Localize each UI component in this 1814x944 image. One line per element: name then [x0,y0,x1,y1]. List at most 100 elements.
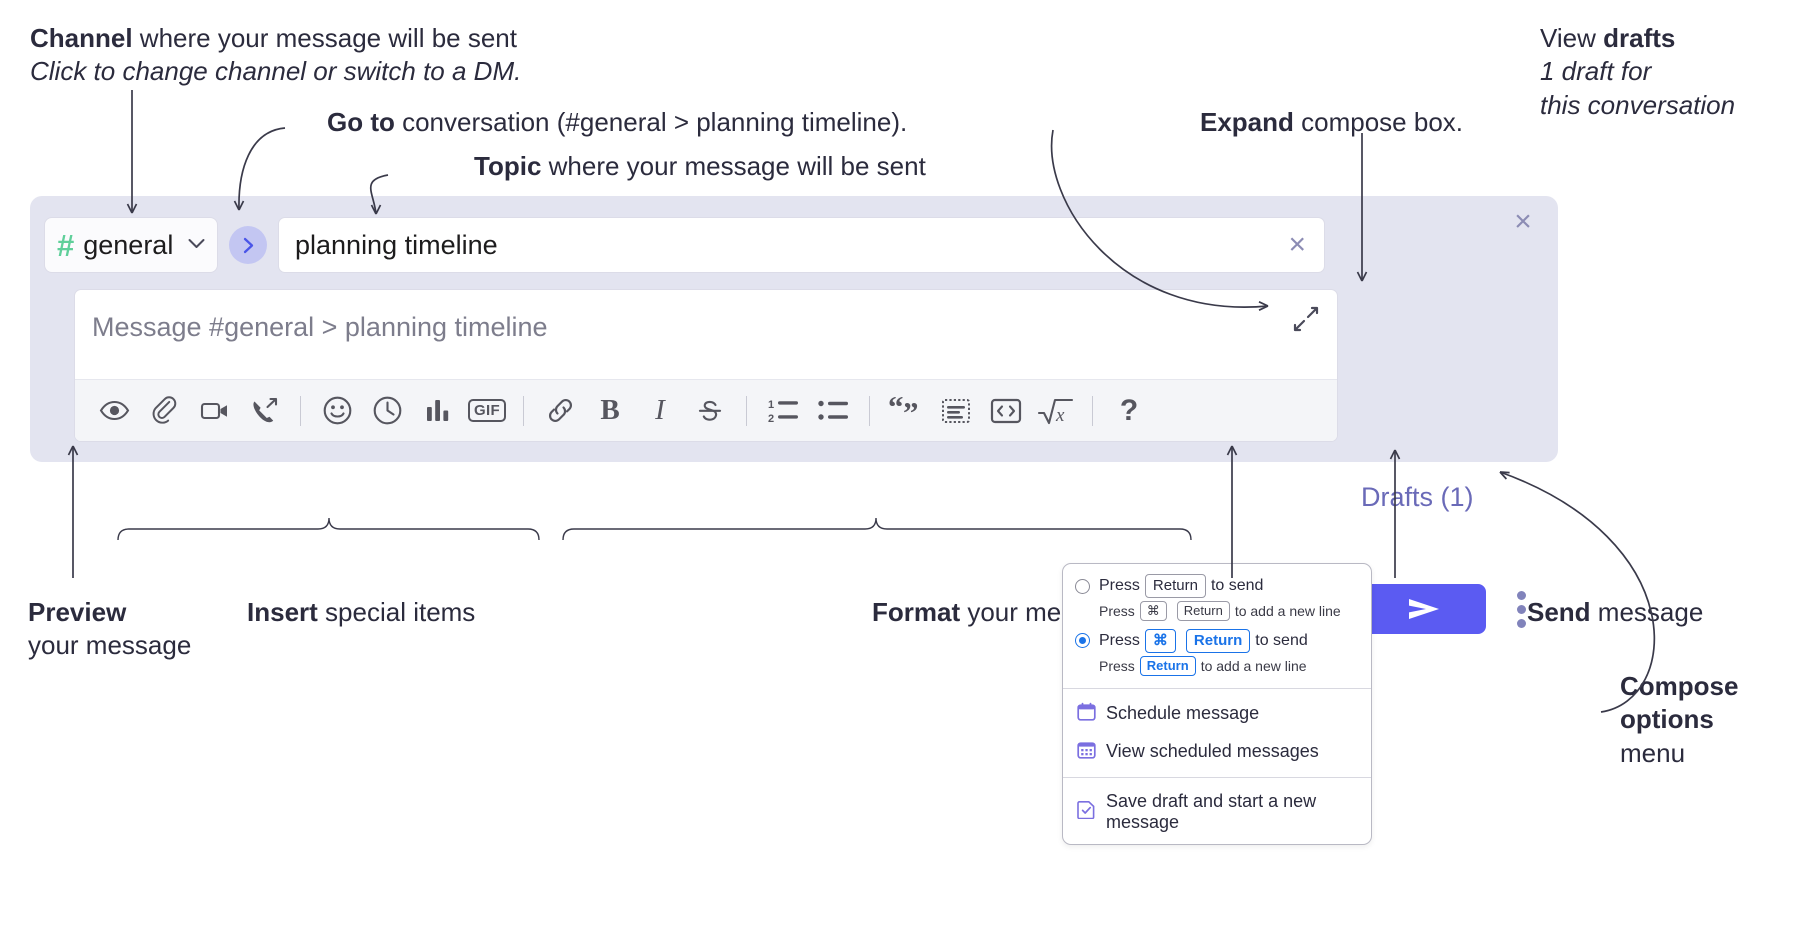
annotation-compose-options: Compose options menu [1620,670,1738,770]
compose-box: × # general planning timeline × Message … [30,196,1558,634]
annotation-compose-options-rest: menu [1620,737,1686,768]
annotation-drafts-bold: drafts [1603,23,1676,53]
annotation-compose-options-bold1: Compose [1620,671,1739,701]
annotation-preview: Preview your message [28,596,191,663]
topic-value: planning timeline [295,229,498,260]
chevron-down-icon [188,236,205,254]
option2-key-cmd: ⌘ [1144,628,1176,654]
code-block-icon[interactable] [931,387,981,435]
svg-text:1: 1 [768,399,774,411]
menu-option-cmd-return-to-send[interactable]: Press ⌘ Return to send [1063,627,1371,655]
svg-text:2: 2 [768,413,774,424]
option1-sub-key-cmd: ⌘ [1139,601,1167,621]
clear-topic-icon[interactable]: × [1288,228,1306,261]
message-input-area[interactable]: Message #general > planning timeline [74,289,1338,442]
svg-text:“: “ [889,397,904,424]
annotation-channel: Channel where your message will be sent … [30,22,521,89]
annotation-insert-rest: special items [317,597,476,627]
annotation-channel-bold: Channel [30,23,133,53]
annotation-preview-bold: Preview [28,597,127,627]
italic-label: I [655,394,665,426]
annotation-drafts-italic1: 1 draft for [1540,56,1652,87]
italic-icon[interactable]: I [635,387,685,435]
option2-sub-key-return: Return [1139,656,1196,676]
blockquote-icon[interactable]: “” [881,387,931,435]
math-icon[interactable]: x [1031,387,1081,435]
annotation-preview-rest: your message [28,630,192,661]
annotation-send: Send message [1527,596,1703,629]
option1-sub-pre: Press [1099,603,1135,620]
menu-option-return-to-send[interactable]: Press Return to send [1063,572,1371,600]
option1-key-return: Return [1144,574,1206,599]
compose-options-button[interactable] [1509,586,1533,632]
compose-options-menu: Press Return to send Press ⌘ Return to a… [1062,563,1372,845]
menu-option-return-sub: Press ⌘ Return to add a new line [1063,600,1371,627]
video-clip-icon[interactable] [189,387,239,435]
send-button[interactable] [1362,584,1486,634]
calendar-icon [1077,702,1096,726]
option2-post: to send [1255,631,1308,649]
annotation-expand-bold: Expand [1200,107,1294,137]
menu-item-view-scheduled-messages[interactable]: View scheduled messages [1063,733,1371,771]
option1-sub-post: to add a new line [1234,603,1341,620]
radio-cmd-return-to-send[interactable] [1075,633,1090,649]
radio-return-to-send[interactable] [1075,578,1090,594]
bulleted-list-icon[interactable] [808,387,858,435]
annotation-format-bold: Format [872,597,961,627]
drafts-link[interactable]: Drafts (1) [1361,482,1474,512]
annotation-topic: Topic where your message will be sent [474,150,926,183]
document-check-icon [1077,800,1096,824]
annotation-channel-italic: Click to change channel or switch to a D… [30,56,522,87]
message-placeholder: Message #general > planning timeline [92,312,548,342]
kebab-dot-1 [1516,590,1526,600]
menu-item-label: Schedule message [1106,703,1260,724]
separator-1 [300,395,301,426]
poll-icon[interactable] [412,387,462,435]
preview-icon[interactable] [89,387,139,435]
calendar-grid-icon [1077,740,1096,764]
menu-item-save-draft[interactable]: Save draft and start a new message [1063,784,1371,844]
gif-icon[interactable]: GIF [462,387,512,435]
emoji-icon[interactable] [312,387,362,435]
kebab-dot-3 [1516,618,1526,628]
separator-4 [869,395,870,426]
bold-label: B [600,394,620,426]
annotation-insert-bold: Insert [247,597,318,627]
annotation-drafts-italic2: this conversation [1540,89,1736,120]
formatting-help-icon[interactable]: ? [1104,387,1154,435]
annotation-goto-bold: Go to [327,107,395,137]
bold-icon[interactable]: B [585,387,635,435]
hash-icon: # [57,227,75,263]
annotation-send-bold: Send [1527,597,1591,627]
help-label: ? [1119,393,1139,427]
annotation-insert: Insert special items [247,596,475,629]
menu-divider-2 [1063,776,1371,778]
attachment-icon[interactable] [139,387,189,435]
channel-name: general [83,229,174,260]
expand-icon[interactable] [1291,304,1323,336]
mention-time-icon[interactable] [362,387,412,435]
option1-pre: Press [1099,577,1140,595]
option2-key-return: Return [1185,628,1251,654]
menu-item-schedule-message[interactable]: Schedule message [1063,695,1371,733]
menu-item-label: Save draft and start a new message [1106,790,1317,832]
separator-5 [1092,395,1093,426]
go-to-conversation-button[interactable] [229,226,267,264]
menu-divider-1 [1063,687,1371,689]
option2-sub-pre: Press [1099,657,1135,674]
annotation-compose-options-bold2: options [1620,704,1714,735]
close-icon[interactable]: × [1514,205,1532,238]
compose-header-row: # general planning timeline × [44,216,1325,274]
menu-option-cmd-return-sub: Press Return to add a new line [1063,655,1371,682]
audio-clip-icon[interactable] [239,387,289,435]
annotation-expand: Expand compose box. [1200,106,1463,139]
inline-code-icon[interactable] [981,387,1031,435]
annotation-goto-rest: conversation (#general > planning timeli… [394,107,908,137]
strikethrough-icon[interactable] [685,387,735,435]
channel-selector[interactable]: # general [44,217,218,273]
annotation-topic-bold: Topic [474,151,542,181]
link-icon[interactable] [535,387,585,435]
topic-input[interactable]: planning timeline × [278,217,1325,273]
